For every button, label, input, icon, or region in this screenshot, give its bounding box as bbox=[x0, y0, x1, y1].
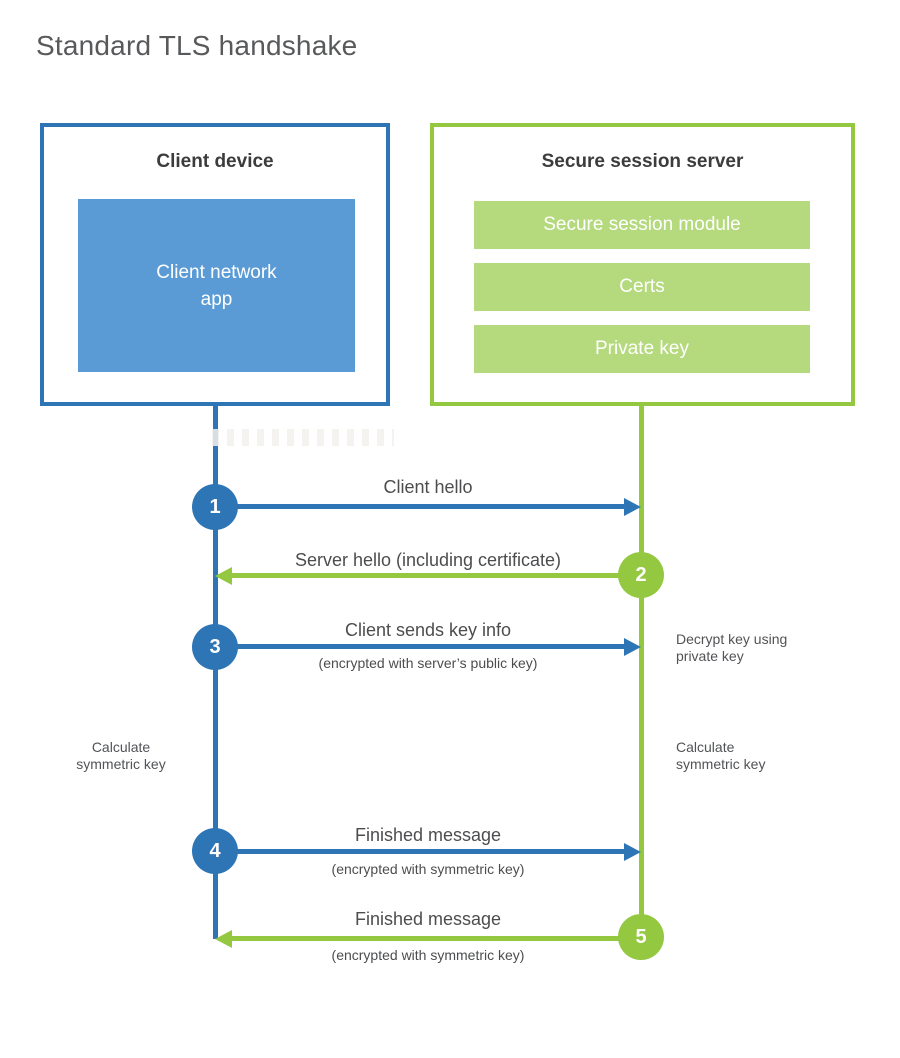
step3-message-label: Client sends key info bbox=[344, 620, 512, 640]
step2-message-label: Server hello (including certificate) bbox=[294, 550, 562, 570]
step3-circle: 3 bbox=[192, 624, 238, 670]
step2-arrowhead-left-icon bbox=[215, 567, 232, 585]
client-lifeline bbox=[213, 404, 218, 939]
step5-message-label: Finished message bbox=[354, 909, 502, 929]
server-lifeline bbox=[639, 404, 644, 939]
server-module-private-key: Private key bbox=[474, 325, 810, 373]
step2-arrow-line bbox=[231, 573, 641, 578]
faint-watermark bbox=[212, 429, 394, 446]
calculate-symmetric-key-note-client: Calculate symmetric key bbox=[76, 739, 166, 772]
client-device-title: Client device bbox=[156, 151, 274, 172]
step4-message-label: Finished message bbox=[354, 825, 502, 845]
decrypt-key-note: Decrypt key using private key bbox=[676, 631, 788, 664]
server-module-certs: Certs bbox=[474, 263, 810, 311]
step1-arrow-line bbox=[217, 504, 625, 509]
server-module-secure-session: Secure session module bbox=[474, 201, 810, 249]
step5-message-sublabel: (encrypted with symmetric key) bbox=[331, 947, 525, 963]
step5-circle: 5 bbox=[618, 914, 664, 960]
step3-arrowhead-right-icon bbox=[624, 638, 641, 656]
step5-arrow-line bbox=[231, 936, 641, 941]
step3-arrow-line bbox=[217, 644, 625, 649]
step2-circle: 2 bbox=[618, 552, 664, 598]
secure-session-server-title: Secure session server bbox=[541, 151, 744, 172]
client-network-app-box: Client network app bbox=[78, 199, 355, 372]
step1-arrowhead-right-icon bbox=[624, 498, 641, 516]
step5-arrowhead-left-icon bbox=[215, 930, 232, 948]
step1-message-label: Client hello bbox=[383, 477, 473, 497]
step4-arrowhead-right-icon bbox=[624, 843, 641, 861]
calculate-symmetric-key-note-server: Calculate symmetric key bbox=[676, 739, 766, 772]
step4-arrow-line bbox=[217, 849, 625, 854]
step1-circle: 1 bbox=[192, 484, 238, 530]
page-title: Standard TLS handshake bbox=[36, 30, 358, 61]
step4-circle: 4 bbox=[192, 828, 238, 874]
step4-message-sublabel: (encrypted with symmetric key) bbox=[331, 861, 525, 877]
step3-message-sublabel: (encrypted with server’s public key) bbox=[318, 655, 538, 671]
